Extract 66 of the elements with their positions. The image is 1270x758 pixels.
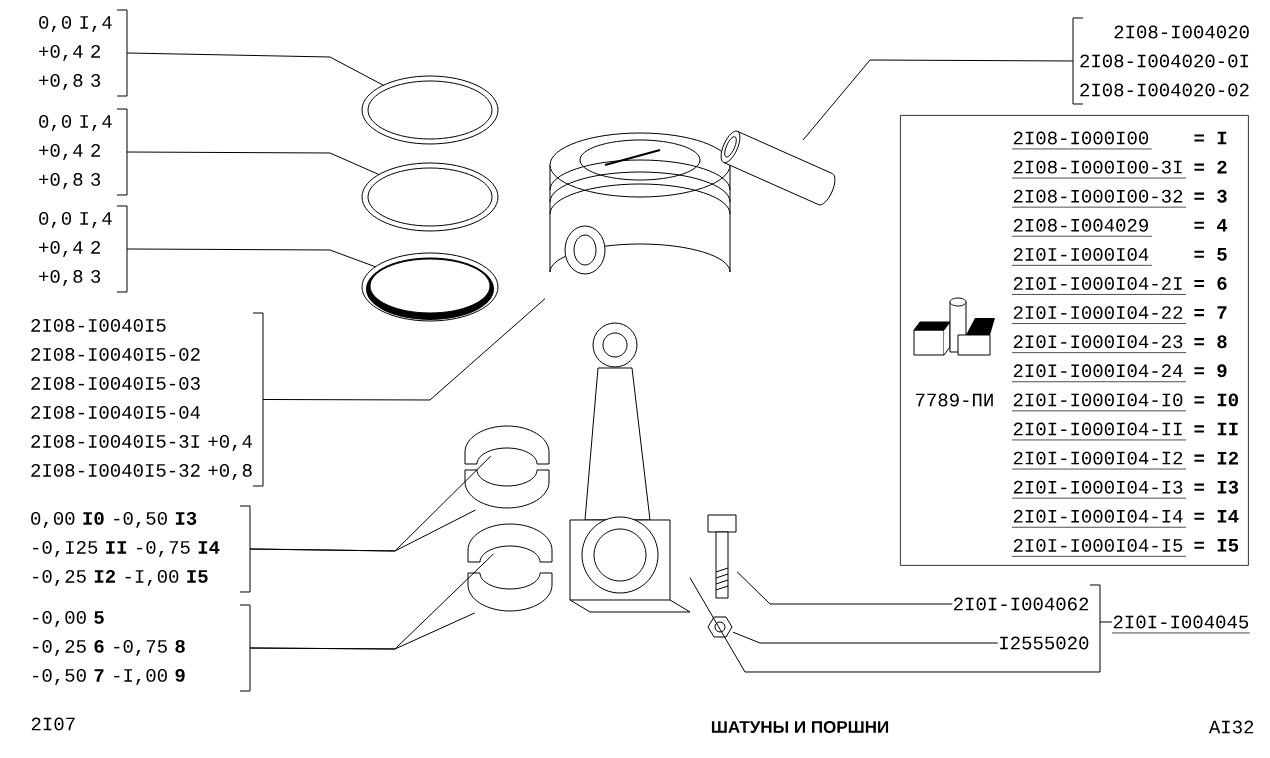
piston-drawing: [549, 132, 731, 275]
part-number: 2I08-I000I00: [1013, 131, 1149, 145]
item-number: = I5: [1194, 539, 1239, 552]
item-number: = 4: [1194, 219, 1228, 232]
part-number: 2I08-I004029: [1013, 218, 1148, 232]
bearing-shell-drawing: [467, 572, 553, 612]
sheet-title: ШАТУНЫ И ПОРШНИ: [711, 720, 889, 733]
bolt-drawing: [707, 514, 737, 599]
item-number: = I0: [1194, 393, 1238, 407]
leader-line: [732, 631, 999, 644]
part-number: 2I0I-I000I04-22: [1013, 306, 1183, 320]
assembly-number: 2I0I-I004045: [1089, 584, 1251, 634]
piston-ring-drawing: [361, 75, 499, 145]
item-number: = 3: [1194, 189, 1227, 203]
item-number: = 7: [1194, 306, 1227, 319]
part-number: 2I0I-I004062: [954, 597, 1089, 611]
item-number: = II: [1194, 422, 1238, 436]
part-number: 2I0I-I000I04-23: [1013, 335, 1183, 349]
part-number: I2555020: [1000, 636, 1089, 650]
item-number: = 2: [1194, 160, 1227, 174]
bracketed-list: 0,00 I0 -0,50 I3 -0,I25 II -0,75 I4 -0,25 I2 -I,00 I5: [31, 505, 251, 593]
piston-ring-drawing: [361, 252, 499, 322]
item-number: = 9: [1194, 364, 1227, 378]
connecting-rod-drawing: [569, 322, 691, 613]
part-number: 2I0I-I000I04-I0: [1013, 393, 1183, 407]
part-number: 2I0I-I000I04-I5: [1013, 538, 1183, 552]
part-number: 2I0I-I000I04-I3: [1013, 480, 1183, 494]
item-number: = 5: [1194, 248, 1227, 261]
leader-line: [262, 298, 546, 401]
item-number: = 8: [1194, 335, 1227, 349]
piston-ring-drawing: [361, 162, 499, 232]
item-number: = I2: [1194, 451, 1238, 465]
leader-line: [126, 248, 376, 268]
kit-code: 7789-ПИ: [915, 393, 993, 407]
part-number: 2I0I-I000I04-II: [1013, 422, 1182, 436]
part-number: 2I08-I000I00-3I: [1013, 160, 1182, 174]
leader-line: [802, 59, 1074, 141]
part-number: 2I0I-I000I04: [1013, 247, 1149, 261]
bracketed-list: 2I08-I0040I5 2I08-I0040I5-02 2I08-I0040I5-03 2I08-I0040I5-04 2I08-I0040I5-3I +0,4 2I08-I0040I5-32 +0,8: [31, 312, 264, 487]
item-number: = I3: [1194, 480, 1239, 494]
bracketed-list: 0,0 I,4 +0,4 2 +0,8 3: [39, 205, 128, 293]
bearing-shell-drawing: [464, 469, 550, 509]
leader-line: [249, 612, 476, 650]
model-number: 2I07: [31, 717, 75, 731]
leader-line: [249, 509, 477, 552]
piston-pin-drawing: [720, 130, 836, 206]
item-number: = I4: [1194, 510, 1239, 523]
part-number: 2I0I-I000I04-I4: [1013, 509, 1183, 523]
bracketed-list: -0,00 5 -0,25 6 -0,75 8 -0,50 7 -I,00 9: [33, 604, 251, 692]
leader-line: [126, 52, 384, 86]
part-number: 2I0I-I000I04-24: [1013, 364, 1183, 378]
bearing-shell-drawing: [464, 425, 550, 465]
bearing-shell-drawing: [467, 523, 553, 563]
leader-line: [126, 151, 380, 176]
bracketed-list: 0,0 I,4 +0,4 2 +0,8 3: [39, 108, 128, 196]
leader-line: [736, 571, 953, 605]
page-number: AI32: [1208, 720, 1254, 734]
bracketed-list: 0,0 I,4 +0,4 2 +0,8 3: [39, 9, 128, 97]
bracketed-list: 2I08-I004020 2I08-I004020-0I 2I08-I004020-02: [1072, 17, 1249, 105]
part-number: 2I08-I000I00-32: [1013, 189, 1183, 203]
part-number: 2I0I-I000I04-2I: [1013, 277, 1182, 290]
item-number: = I: [1194, 131, 1227, 145]
part-number: 2I0I-I000I04-I2: [1013, 451, 1183, 465]
item-number: = 6: [1194, 277, 1227, 290]
leader-line: [689, 577, 1113, 673]
nut-drawing: [707, 616, 733, 638]
